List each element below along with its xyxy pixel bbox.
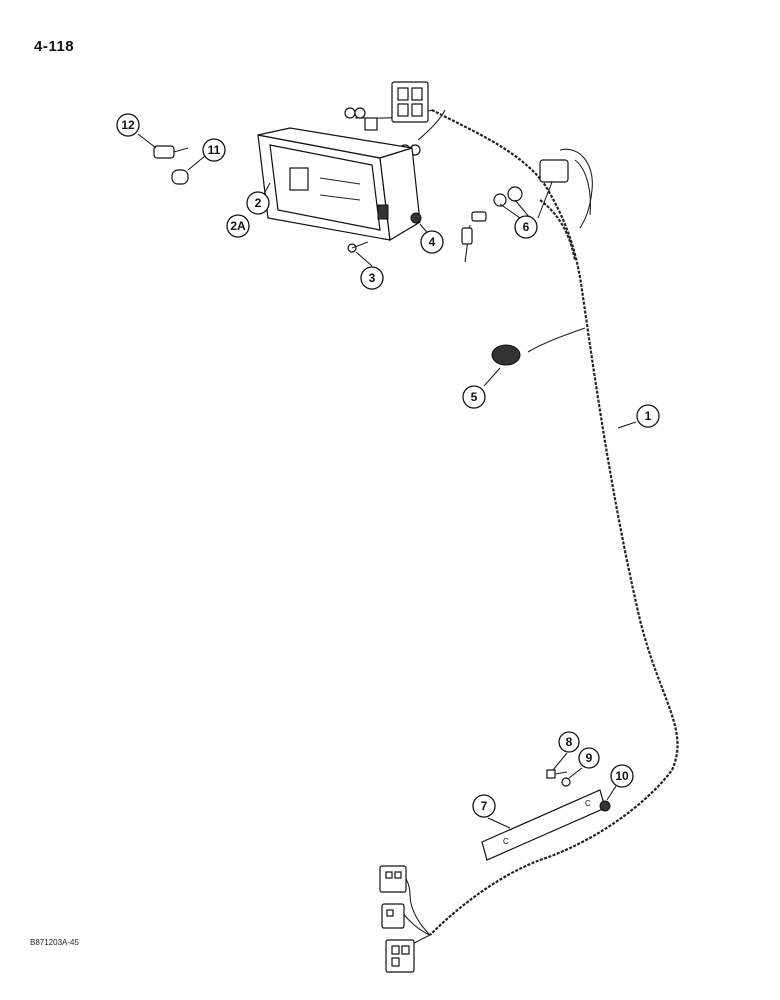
plate-mark-left: C <box>503 837 509 846</box>
callout-4: 4 <box>420 230 444 254</box>
harness-connector <box>391 81 429 123</box>
plug <box>491 327 586 366</box>
plate-mark-right: C <box>585 799 591 808</box>
svg-text:6: 6 <box>523 220 530 234</box>
callout-1: 1 <box>636 404 660 428</box>
bolt <box>546 769 568 779</box>
mounting-plate: C C <box>481 789 606 861</box>
callout-11: 11 <box>202 138 226 162</box>
svg-text:2A: 2A <box>230 219 246 233</box>
svg-text:9: 9 <box>586 751 593 765</box>
screw <box>347 241 369 253</box>
callout-7: 7 <box>472 794 496 818</box>
callout-6: 6 <box>514 215 538 239</box>
svg-text:2: 2 <box>255 196 262 210</box>
svg-text:12: 12 <box>121 118 135 132</box>
bulb <box>171 169 189 185</box>
svg-text:10: 10 <box>615 769 629 783</box>
callout-10: 10 <box>610 764 634 788</box>
leader-lines <box>137 133 637 829</box>
bottom-connector <box>379 865 407 893</box>
callout-9: 9 <box>578 747 600 769</box>
callout-3: 3 <box>360 266 384 290</box>
callout-12: 12 <box>116 113 140 137</box>
bottom-connector <box>381 903 405 929</box>
callout-2: 2 <box>246 191 270 215</box>
instrument-panel <box>257 127 421 241</box>
svg-text:7: 7 <box>481 799 488 813</box>
svg-text:4: 4 <box>429 235 436 249</box>
bottom-connector <box>385 939 415 973</box>
wire-harness <box>354 109 679 951</box>
svg-text:8: 8 <box>566 735 573 749</box>
key-switch <box>461 159 569 263</box>
svg-text:11: 11 <box>208 143 221 157</box>
washer <box>561 777 571 787</box>
callout-5: 5 <box>462 385 486 409</box>
figure-code: B871203A-45 <box>30 938 79 947</box>
callout-8: 8 <box>558 731 580 753</box>
nut <box>410 212 422 224</box>
svg-text:1: 1 <box>645 409 652 423</box>
svg-text:5: 5 <box>471 390 478 404</box>
page-number: 4-118 <box>34 38 75 55</box>
callout-2a: 2A <box>226 214 250 238</box>
bulb-holder <box>153 145 189 159</box>
svg-text:3: 3 <box>369 271 376 285</box>
lock-nut <box>599 800 611 812</box>
